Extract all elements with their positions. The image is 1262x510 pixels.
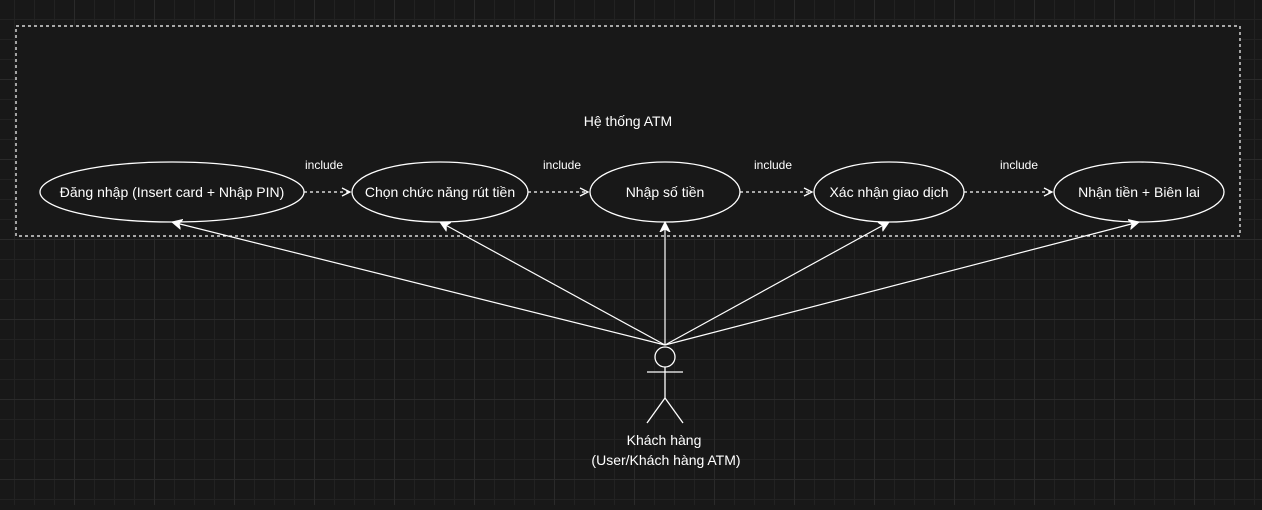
use-case-receive-cash[interactable]: Nhận tiền + Biên lai <box>1053 161 1225 223</box>
include-label-4: include <box>1000 158 1038 172</box>
include-label-1: include <box>305 158 343 172</box>
actor-head-icon <box>654 346 676 368</box>
use-case-select-withdraw[interactable]: Chọn chức năng rút tiền <box>351 161 529 223</box>
system-title: Hệ thống ATM <box>584 113 672 129</box>
actor-description: (User/Khách hàng ATM) <box>591 452 740 468</box>
include-label-3: include <box>754 158 792 172</box>
use-case-receive-cash-label: Nhận tiền + Biên lai <box>1078 184 1200 200</box>
use-case-login[interactable]: Đăng nhập (Insert card + Nhập PIN) <box>39 161 305 223</box>
association-receive-cash[interactable] <box>664 222 1139 346</box>
use-case-select-withdraw-label: Chọn chức năng rút tiền <box>365 184 515 200</box>
include-label-2: include <box>543 158 581 172</box>
use-case-login-label: Đăng nhập (Insert card + Nhập PIN) <box>60 184 285 200</box>
use-case-enter-amount[interactable]: Nhập số tiền <box>589 161 741 223</box>
association-select-withdraw[interactable] <box>440 222 666 346</box>
use-case-confirm-transaction-label: Xác nhận giao dịch <box>829 184 948 200</box>
association-login[interactable] <box>172 222 666 346</box>
association-confirm-transaction[interactable] <box>664 222 889 346</box>
use-case-confirm-transaction[interactable]: Xác nhận giao dịch <box>813 161 965 223</box>
use-case-enter-amount-label: Nhập số tiền <box>626 184 705 200</box>
actor-customer[interactable] <box>646 346 684 424</box>
actor-name: Khách hàng <box>627 432 702 448</box>
